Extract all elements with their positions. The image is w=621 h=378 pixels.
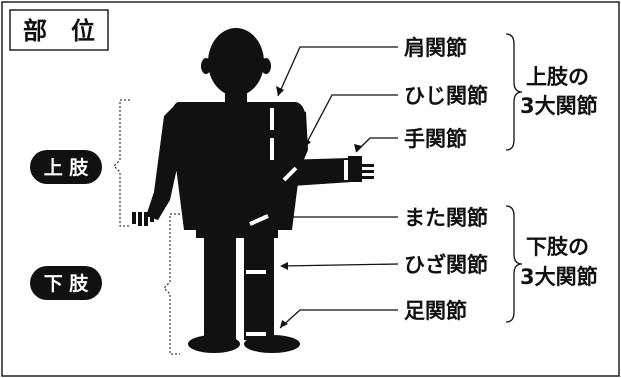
bracket-lower — [163, 213, 180, 355]
region-brackets — [113, 99, 180, 355]
marker-hip — [249, 214, 269, 226]
label-knee-joint: ひざ関節 — [404, 253, 488, 277]
marker-elbow — [282, 166, 298, 182]
left-finger-2 — [138, 212, 142, 226]
arrow-shoulder — [276, 86, 284, 96]
right-forearm — [280, 158, 352, 186]
title-box — [9, 9, 109, 51]
left-arm — [146, 106, 188, 220]
label-hip-joint: また関節 — [404, 206, 488, 230]
label-elbow-joint: ひじ関節 — [404, 84, 488, 108]
ear-right — [261, 58, 271, 74]
lower-limb-pill — [30, 266, 102, 300]
leader-knee — [281, 263, 399, 267]
bracket-upper — [113, 99, 130, 227]
ear-left — [201, 58, 211, 74]
arrow-elbow — [304, 138, 311, 148]
leader-wrist — [355, 137, 398, 153]
label-ankle-joint: 足関節 — [404, 299, 467, 323]
arrow-hip — [284, 213, 292, 221]
torso — [170, 102, 306, 230]
left-finger-3 — [144, 212, 148, 226]
right-finger-3 — [362, 176, 374, 179]
upper-group-line2: 3大関節 — [520, 94, 598, 118]
arrow-wrist — [354, 144, 362, 152]
left-leg — [204, 232, 236, 340]
upper-limb-label: 上 肢 — [44, 156, 90, 179]
lower-limb-label: 下 肢 — [44, 272, 90, 295]
lower-group-line2: 3大関節 — [520, 265, 598, 289]
label-wrist-joint: 手関節 — [404, 127, 467, 151]
arrow-knee — [280, 262, 288, 270]
title: 部 位 — [23, 17, 95, 45]
left-finger-1 — [132, 212, 136, 224]
head — [208, 28, 264, 96]
leader-elbow — [303, 94, 398, 149]
group-braces — [505, 33, 523, 323]
joint-markers — [246, 108, 348, 336]
left-foot — [188, 335, 240, 353]
right-foot — [244, 335, 300, 353]
upper-group-line1: 上肢の — [526, 65, 589, 89]
brace-upper — [505, 33, 523, 151]
label-shoulder-joint: 肩関節 — [404, 36, 467, 60]
brace-lower — [505, 205, 523, 323]
lower-group-line1: 下肢の — [526, 235, 589, 259]
right-finger-2 — [362, 170, 374, 173]
right-leg — [244, 232, 274, 340]
left-finger-4 — [150, 210, 154, 222]
right-hand — [348, 156, 362, 182]
arrow-ankle — [280, 320, 288, 328]
right-finger-1 — [362, 164, 374, 167]
leader-shoulder — [277, 46, 398, 97]
neck — [225, 90, 247, 102]
leader-arrowheads — [276, 86, 362, 328]
leader-ankle — [279, 309, 398, 329]
human-figure — [132, 28, 374, 353]
upper-limb-pill — [30, 150, 102, 184]
